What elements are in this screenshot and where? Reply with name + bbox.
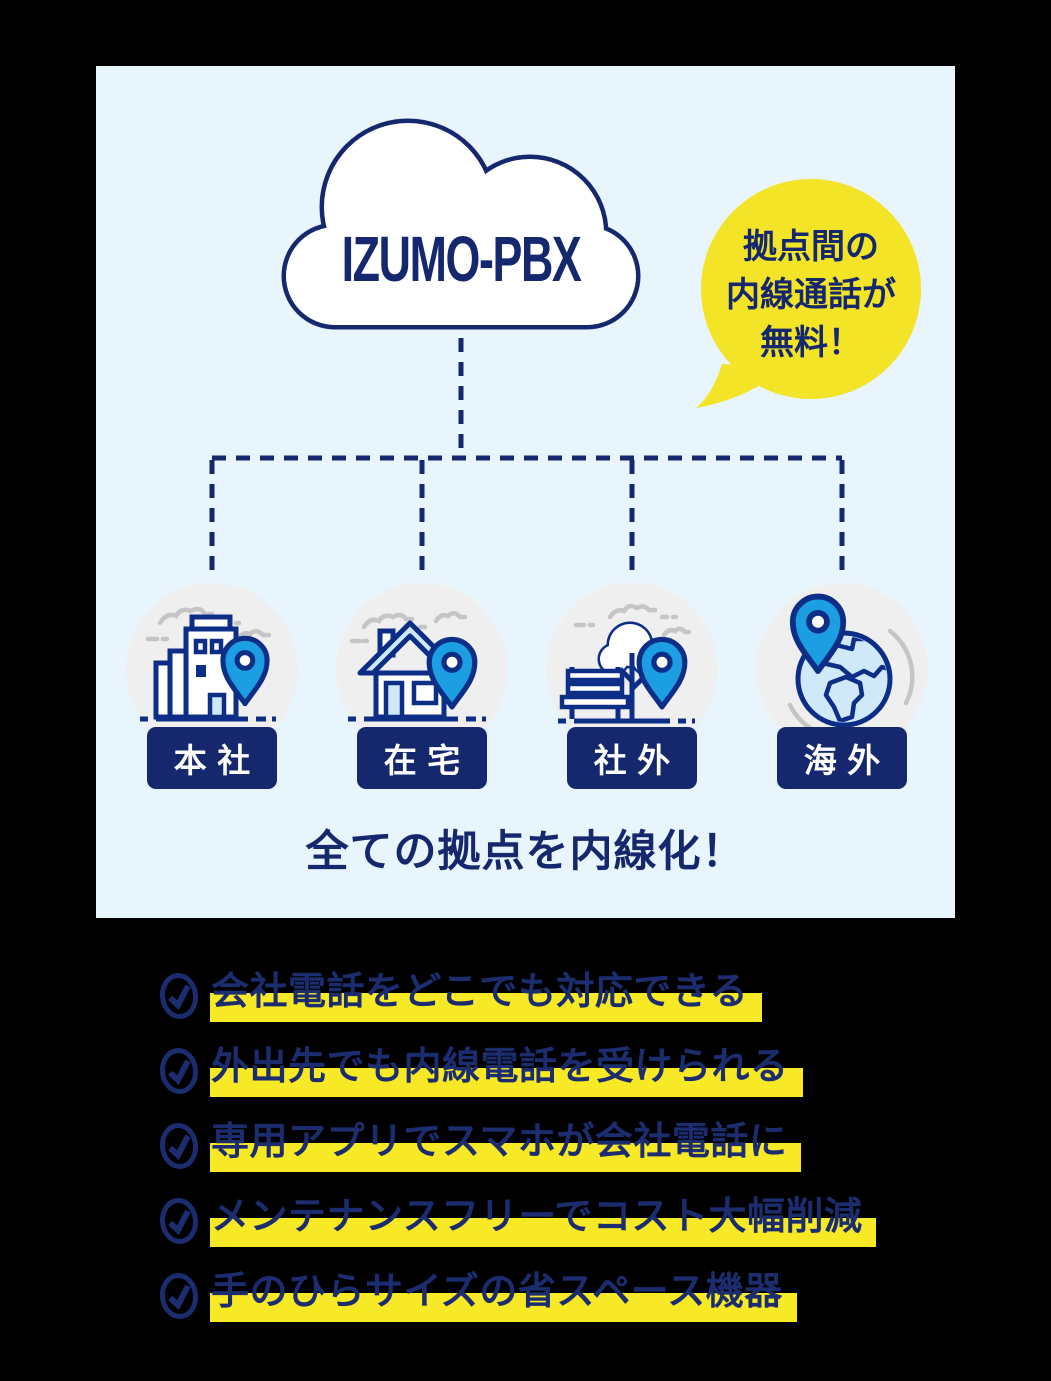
product-name: IZUMO-PBX bbox=[341, 223, 582, 295]
free-call-callout: 拠点間の 内線通話が 無料！ bbox=[688, 168, 938, 418]
callout-line: 無料！ bbox=[760, 324, 862, 362]
map-pin-icon bbox=[220, 635, 270, 707]
speech-bubble-icon bbox=[696, 179, 921, 408]
house-icon bbox=[336, 583, 508, 755]
diagram-panel: IZUMO-PBX 拠点間の 内線通話が 無料！ bbox=[96, 66, 955, 918]
location-label: 海外 bbox=[777, 727, 907, 789]
check-icon bbox=[159, 1047, 199, 1094]
benefit-text: メンテナンスフリーでコスト大幅削減 bbox=[210, 1193, 877, 1248]
location-label: 在宅 bbox=[357, 727, 487, 789]
benefit-text: 会社電話をどこでも対応できる bbox=[210, 968, 763, 1023]
location-offsite: 社外 bbox=[546, 583, 718, 793]
callout-line: 拠点間の bbox=[743, 228, 879, 266]
benefit-text: 外出先でも内線電話を受けられる bbox=[210, 1043, 803, 1098]
location-label: 社外 bbox=[567, 727, 697, 789]
callout-line: 内線通話が bbox=[726, 276, 896, 314]
benefit-item: 専用アプリでスマホが会社電話に bbox=[158, 1108, 876, 1183]
map-pin-icon bbox=[426, 636, 478, 710]
location-label: 本社 bbox=[147, 727, 277, 789]
globe-icon bbox=[756, 583, 928, 755]
benefit-item: メンテナンスフリーでコスト大幅削減 bbox=[158, 1183, 877, 1258]
location-home: 在宅 bbox=[336, 583, 508, 793]
benefit-list: 会社電話をどこでも対応できる 外出先でも内線電話を受けられる 専用アプリでスマホ… bbox=[158, 958, 877, 1333]
dashed-connector-lines bbox=[209, 338, 845, 580]
check-icon bbox=[159, 972, 199, 1019]
pbx-cloud: IZUMO-PBX bbox=[280, 105, 642, 332]
location-overseas: 海外 bbox=[756, 583, 928, 793]
cloud-icon bbox=[281, 118, 641, 330]
check-icon bbox=[159, 1272, 199, 1319]
check-icon bbox=[159, 1122, 199, 1169]
callout-text: 拠点間の 内線通話が 無料！ bbox=[701, 185, 921, 405]
check-icon bbox=[159, 1197, 199, 1244]
location-head-office: 本社 bbox=[126, 583, 298, 793]
benefit-item: 外出先でも内線電話を受けられる bbox=[158, 1033, 876, 1108]
map-pin-icon bbox=[636, 636, 688, 710]
benefit-text: 専用アプリでスマホが会社電話に bbox=[210, 1118, 802, 1173]
office-building-icon bbox=[126, 583, 298, 755]
benefit-text: 手のひらサイズの省スペース機器 bbox=[210, 1268, 797, 1323]
map-pin-icon bbox=[789, 593, 847, 674]
park-bench-icon bbox=[546, 583, 718, 755]
benefit-item: 会社電話をどこでも対応できる bbox=[158, 958, 876, 1033]
benefit-item: 手のひらサイズの省スペース機器 bbox=[158, 1258, 876, 1333]
tagline: 全ての拠点を内線化！ bbox=[305, 828, 746, 876]
